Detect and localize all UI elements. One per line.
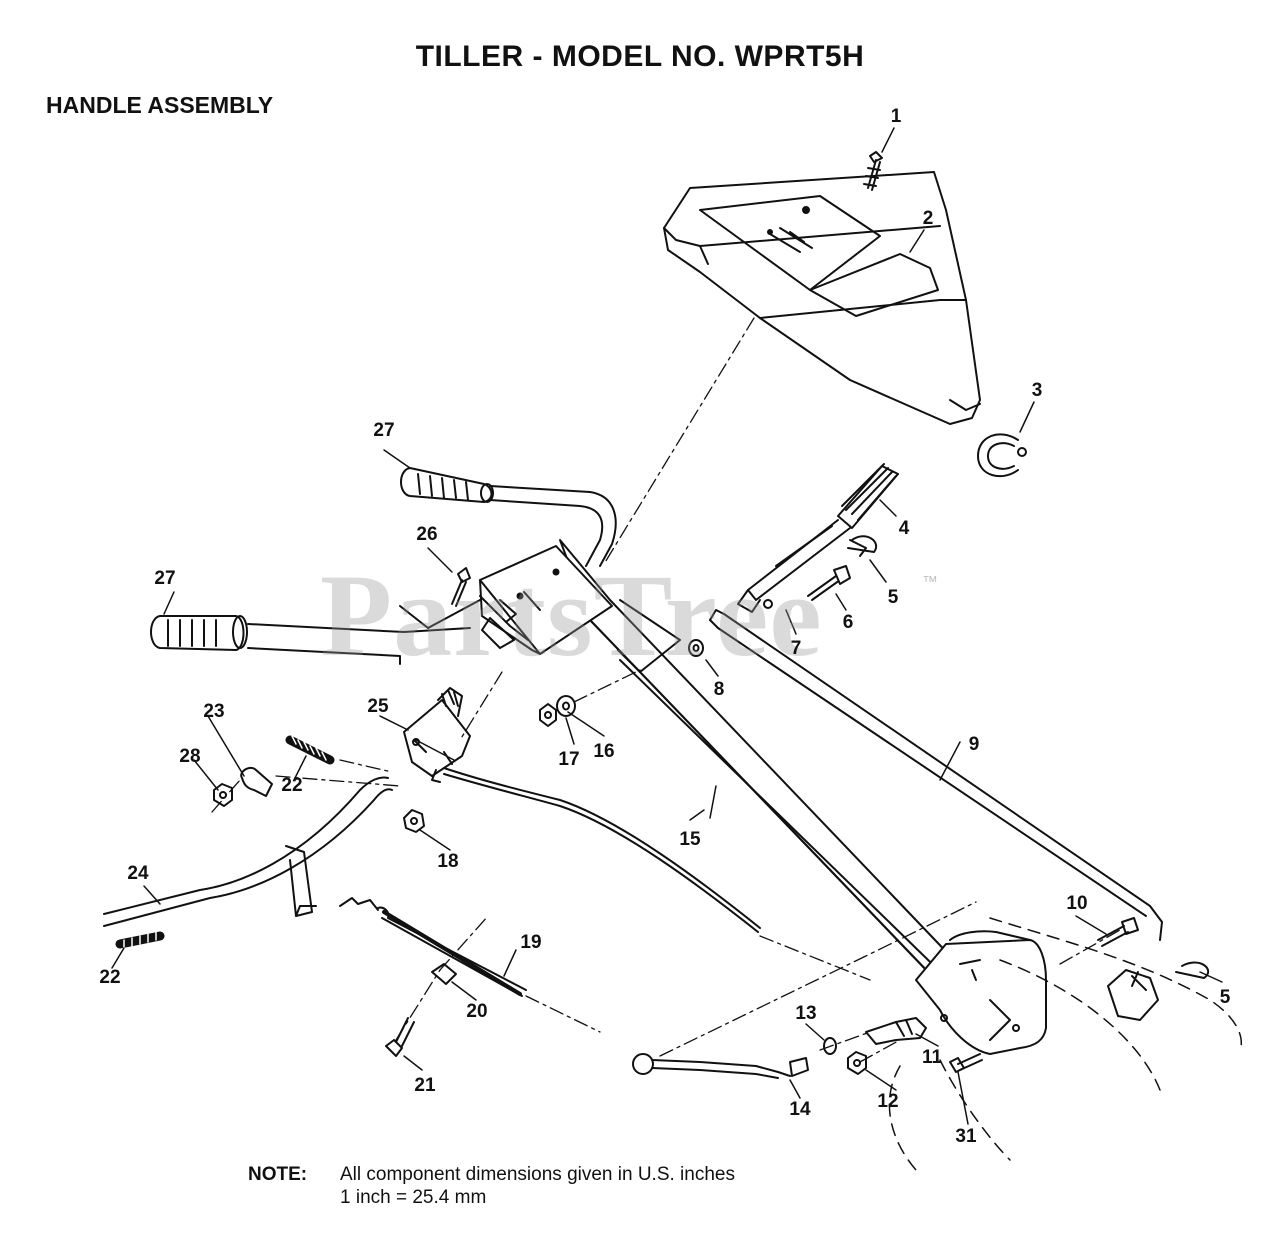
part-23-clip [240,766,273,797]
part-2-console-cover [663,171,981,425]
shift-linkage [1107,969,1159,1021]
part-14-lever-rod [632,1053,809,1079]
callout-6[interactable]: 6 [842,612,854,633]
callout-leaders [111,127,1223,1125]
part-19-cable [339,897,527,997]
part-1-screw [863,151,883,191]
assembly-leader-lines [211,317,1121,1063]
part-24-control-rod [103,776,393,927]
partstree-watermark: PartsTree [320,550,823,681]
callout-23[interactable]: 23 [203,701,225,722]
part-11-bracket [865,1017,927,1045]
callout-4[interactable]: 4 [898,518,910,539]
part-18-nut [403,809,425,833]
callout-22-upper[interactable]: 22 [281,775,303,796]
handle-bracket [479,545,613,655]
callout-26[interactable]: 26 [416,524,438,545]
part-10-bolt [1097,917,1139,947]
part-26-bolt [451,567,471,607]
tiller-body-outline [888,917,1243,1171]
part-22-spring-lower [115,931,165,949]
trademark-symbol: ™ [922,574,938,591]
part-5-hairpin-right [1175,961,1210,979]
part-25-control-bracket [403,687,471,783]
callout-28[interactable]: 28 [179,746,201,767]
note-label: NOTE: [248,1164,308,1185]
callout-5-right[interactable]: 5 [1219,987,1231,1008]
part-8-washer [688,639,704,657]
callout-13[interactable]: 13 [795,1003,817,1024]
callout-17[interactable]: 17 [558,749,580,770]
callout-12[interactable]: 12 [877,1091,899,1112]
note-line-2: 1 inch = 25.4 mm [340,1187,487,1208]
part-22-spring-upper [285,735,335,765]
page-title: TILLER - MODEL NO. WPRT5H [415,40,865,73]
callout-5-top[interactable]: 5 [887,587,899,608]
part-31-bolt [949,1053,983,1073]
callout-7[interactable]: 7 [790,638,802,659]
callout-8[interactable]: 8 [713,679,725,700]
callout-15[interactable]: 15 [679,829,701,850]
dimension-note: NOTE: All component dimensions given in U… [248,1163,735,1209]
lower-handle-bracket [915,930,1047,1055]
part-3-ring [977,433,1027,478]
callout-27-upper[interactable]: 27 [373,420,395,441]
part-27-grip-upper [400,467,494,503]
part-17-nut [539,703,557,727]
callout-25[interactable]: 25 [367,696,389,717]
callout-10[interactable]: 10 [1066,893,1088,914]
callout-3[interactable]: 3 [1031,380,1043,401]
section-title: HANDLE ASSEMBLY [46,92,274,118]
part-20-clip [431,963,457,985]
callout-16[interactable]: 16 [593,741,615,762]
control-cable [443,767,761,933]
part-6-bolt [807,565,851,601]
callout-1[interactable]: 1 [890,106,902,127]
part-4-7-shift-lever [737,463,899,613]
callout-20[interactable]: 20 [466,1001,488,1022]
part-9-shift-rod [709,609,1163,941]
part-21-bolt [385,1017,415,1057]
part-16-washer [556,695,576,717]
callout-18[interactable]: 18 [437,851,459,872]
part-13-washer [823,1037,837,1055]
callout-27-lower[interactable]: 27 [154,568,176,589]
part-27-grip-lower [150,615,248,651]
callout-19[interactable]: 19 [520,932,542,953]
callout-24[interactable]: 24 [127,863,149,884]
callout-11[interactable]: 11 [921,1047,943,1068]
callout-21[interactable]: 21 [414,1075,436,1096]
upper-handlebar [399,485,617,629]
callout-2[interactable]: 2 [922,208,934,229]
callout-22-lower[interactable]: 22 [99,967,121,988]
part-5-hairpin-top [847,535,877,553]
part-12-nut [847,1051,867,1075]
callout-14[interactable]: 14 [789,1099,811,1120]
note-line-1: All component dimensions given in U.S. i… [340,1164,735,1185]
lower-handlebar [247,623,471,665]
callout-9[interactable]: 9 [968,734,980,755]
callout-31[interactable]: 31 [955,1126,977,1147]
